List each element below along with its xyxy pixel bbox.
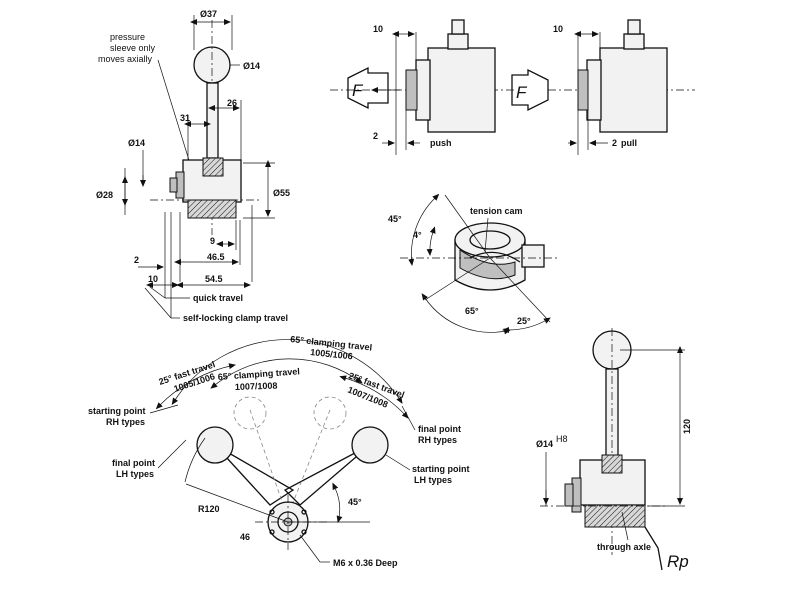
- push-force-arrow: [347, 66, 389, 110]
- axle-view: 120 Ø14 H8 through axle Rp: [536, 328, 692, 571]
- hub-body: [182, 159, 242, 203]
- cam-angle-4: 4°: [413, 230, 422, 240]
- pull-label: pull: [621, 138, 637, 148]
- arc-ball-left: [196, 426, 234, 464]
- axle-h8: H8: [556, 434, 568, 444]
- final-rh-1: final point: [418, 424, 461, 434]
- axle-d14: Ø14: [536, 439, 553, 449]
- self-locking-label: self-locking clamp travel: [183, 313, 288, 323]
- rp-label: Rp: [667, 552, 689, 571]
- push-housing: [427, 47, 496, 133]
- quick-travel-label: quick travel: [193, 293, 243, 303]
- start-rh-2: RH types: [106, 417, 145, 427]
- pull-dim-10: 10: [553, 24, 563, 34]
- dim-d14-ball: Ø14: [243, 61, 260, 71]
- push-label: push: [430, 138, 452, 148]
- pressure-note-line2: sleeve only: [110, 43, 156, 53]
- arc-dim-46: 46: [240, 532, 250, 542]
- dim-10: 10: [148, 274, 158, 284]
- arc-thread-note: M6 x 0.36 Deep: [333, 558, 398, 568]
- dim-31: 31: [180, 113, 190, 123]
- clamp65-mid-1: 65° clamping travel: [217, 366, 300, 382]
- dim-d55: Ø55: [273, 188, 290, 198]
- dim-d37: Ø37: [200, 9, 217, 19]
- tension-cam-view: tension cam 45° 4° 65° 25°: [388, 193, 560, 335]
- dim-d14-side: Ø14: [128, 138, 145, 148]
- push-dim-2: 2: [373, 131, 378, 141]
- axle-dim-120: 120: [682, 419, 692, 434]
- final-rh-2: RH types: [418, 435, 457, 445]
- cam-angle-25: 25°: [517, 316, 531, 326]
- tension-cam-label: tension cam: [470, 206, 523, 216]
- dim-d28: Ø28: [96, 190, 113, 200]
- cam-angle-45: 45°: [388, 214, 402, 224]
- arc-r120: R120: [198, 504, 220, 514]
- dim-54-5: 54.5: [205, 274, 223, 284]
- pressure-note-line3: moves axially: [98, 54, 153, 64]
- dim-9: 9: [210, 236, 215, 246]
- final-lh-2: LH types: [116, 469, 154, 479]
- travel-arc-view: R120 45° 46 M6 x 0.36 Deep 65° clamping …: [88, 334, 470, 568]
- pull-housing: [599, 47, 668, 133]
- pull-view: F 10 2 pull: [511, 19, 695, 155]
- clamp65-top-2: 1005/1006: [310, 347, 353, 361]
- pull-dim-2: 2: [612, 138, 617, 148]
- through-axle-label: through axle: [597, 542, 651, 552]
- side-view: Ø37 pressure sleeve only moves axially Ø…: [96, 9, 290, 323]
- final-lh-1: final point: [112, 458, 155, 468]
- dim-2: 2: [134, 255, 139, 265]
- pressure-note-line1: pressure: [110, 32, 145, 42]
- push-dim-10: 10: [373, 24, 383, 34]
- arc-ball-right: [351, 426, 389, 464]
- clamp65-mid-2: 1007/1008: [235, 381, 278, 392]
- pull-force-label: F: [516, 83, 528, 102]
- start-lh-2: LH types: [414, 475, 452, 485]
- start-lh-1: starting point: [412, 464, 470, 474]
- lever-shaft: [206, 82, 219, 159]
- pull-force-arrow: [511, 68, 549, 112]
- dim-26: 26: [227, 98, 237, 108]
- dim-46-5: 46.5: [207, 252, 225, 262]
- cam-angle-65: 65°: [465, 306, 479, 316]
- arc-angle-45: 45°: [348, 497, 362, 507]
- start-rh-1: starting point: [88, 406, 146, 416]
- push-view: F 10 2 push: [330, 19, 515, 155]
- push-force-label: F: [352, 81, 364, 100]
